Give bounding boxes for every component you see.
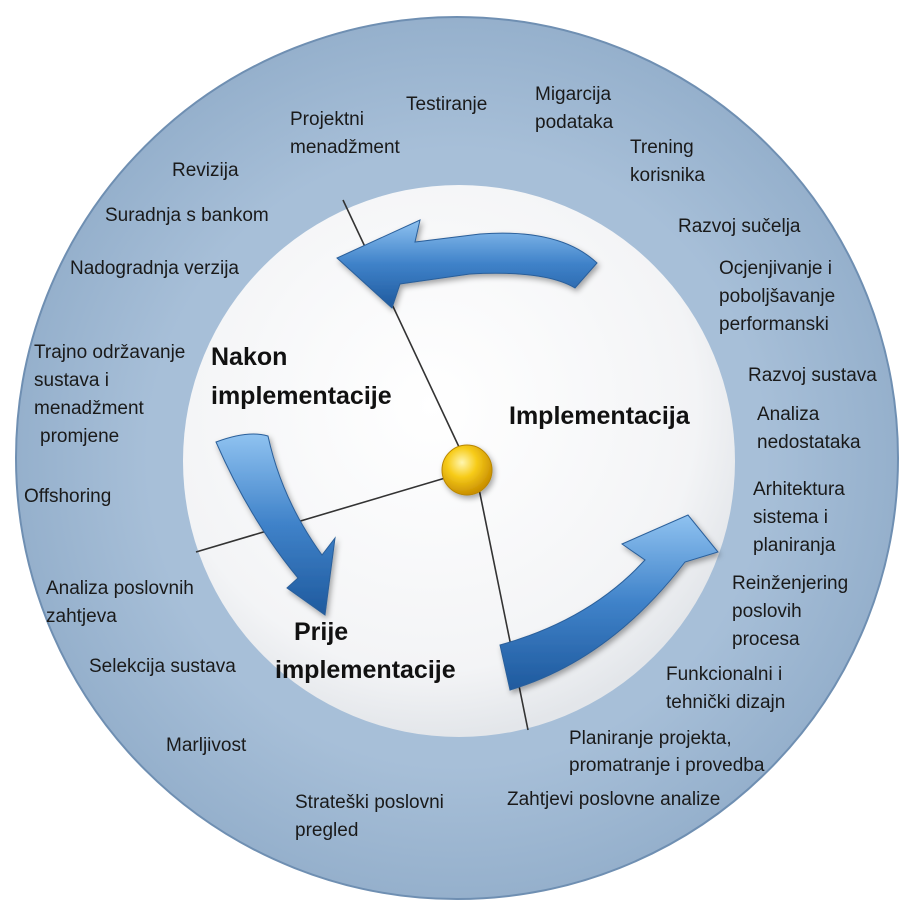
label-reinzenjering-1: Reinženjering bbox=[732, 573, 848, 594]
label-reinzenjering-3: procesa bbox=[732, 629, 800, 650]
label-trajno-1: Trajno održavanje bbox=[34, 342, 185, 363]
phase-nakon-line1: Nakon bbox=[211, 343, 287, 371]
label-analiza-nedostataka-1: Analiza bbox=[757, 404, 820, 425]
label-trening-1: Trening bbox=[630, 137, 694, 158]
label-arhitektura-2: sistema i bbox=[753, 507, 828, 528]
label-analiza-poslovnih-1: Analiza poslovnih bbox=[46, 578, 194, 599]
label-arhitektura-3: planiranja bbox=[753, 535, 836, 556]
label-planiranje-2: promatranje i provedba bbox=[569, 755, 765, 776]
label-razvoj-sucelja: Razvoj sučelja bbox=[678, 216, 801, 237]
label-planiranje-1: Planiranje projekta, bbox=[569, 728, 732, 749]
label-ocjenjivanje-2: poboljšavanje bbox=[719, 286, 835, 307]
divider-line-top bbox=[342, 199, 468, 465]
arrow-left bbox=[215, 433, 336, 616]
label-trening-2: korisnika bbox=[630, 165, 705, 186]
label-trajno-3: menadžment bbox=[34, 398, 145, 419]
label-projektni-1: Projektni bbox=[290, 109, 364, 130]
label-reinzenjering-2: poslovih bbox=[732, 601, 802, 622]
label-migarcija-2: podataka bbox=[535, 112, 614, 133]
label-trajno-2: sustava i bbox=[34, 370, 109, 391]
label-migarcija-1: Migarcija bbox=[535, 84, 611, 105]
phase-implementacija: Implementacija bbox=[509, 402, 691, 430]
label-funkcionalni-1: Funkcionalni i bbox=[666, 664, 782, 685]
label-strateski-2: pregled bbox=[295, 820, 358, 841]
label-ocjenjivanje-1: Ocjenjivanje i bbox=[719, 258, 832, 279]
divider-line-left bbox=[195, 475, 453, 553]
label-projektni-2: menadžment bbox=[290, 137, 401, 158]
label-testiranje: Testiranje bbox=[406, 94, 487, 115]
phase-nakon-line2: implementacije bbox=[211, 382, 392, 410]
label-arhitektura-1: Arhitektura bbox=[753, 479, 845, 500]
label-offshoring: Offshoring bbox=[24, 486, 111, 507]
label-funkcionalni-2: tehnički dizajn bbox=[666, 692, 785, 713]
label-strateski-1: Strateški poslovni bbox=[295, 792, 444, 813]
arrow-top bbox=[336, 219, 598, 309]
phase-prije-line2: implementacije bbox=[275, 656, 456, 684]
label-revizija: Revizija bbox=[172, 160, 239, 181]
center-ball bbox=[441, 444, 493, 496]
label-ocjenjivanje-3: performanski bbox=[719, 314, 829, 335]
arrow-right bbox=[499, 514, 719, 691]
label-marljivost: Marljivost bbox=[166, 735, 247, 756]
label-nadogradnja: Nadogradnja verzija bbox=[70, 258, 239, 279]
label-analiza-nedostataka-2: nedostataka bbox=[757, 432, 861, 453]
label-suradnja: Suradnja s bankom bbox=[105, 205, 269, 226]
phase-prije-line1: Prije bbox=[294, 618, 348, 646]
label-selekcija: Selekcija sustava bbox=[89, 656, 236, 677]
label-trajno-4: promjene bbox=[40, 426, 119, 447]
label-razvoj-sustava: Razvoj sustava bbox=[748, 365, 877, 386]
label-analiza-poslovnih-2: zahtjeva bbox=[46, 606, 117, 627]
label-zahtjevi: Zahtjevi poslovne analize bbox=[507, 789, 720, 810]
